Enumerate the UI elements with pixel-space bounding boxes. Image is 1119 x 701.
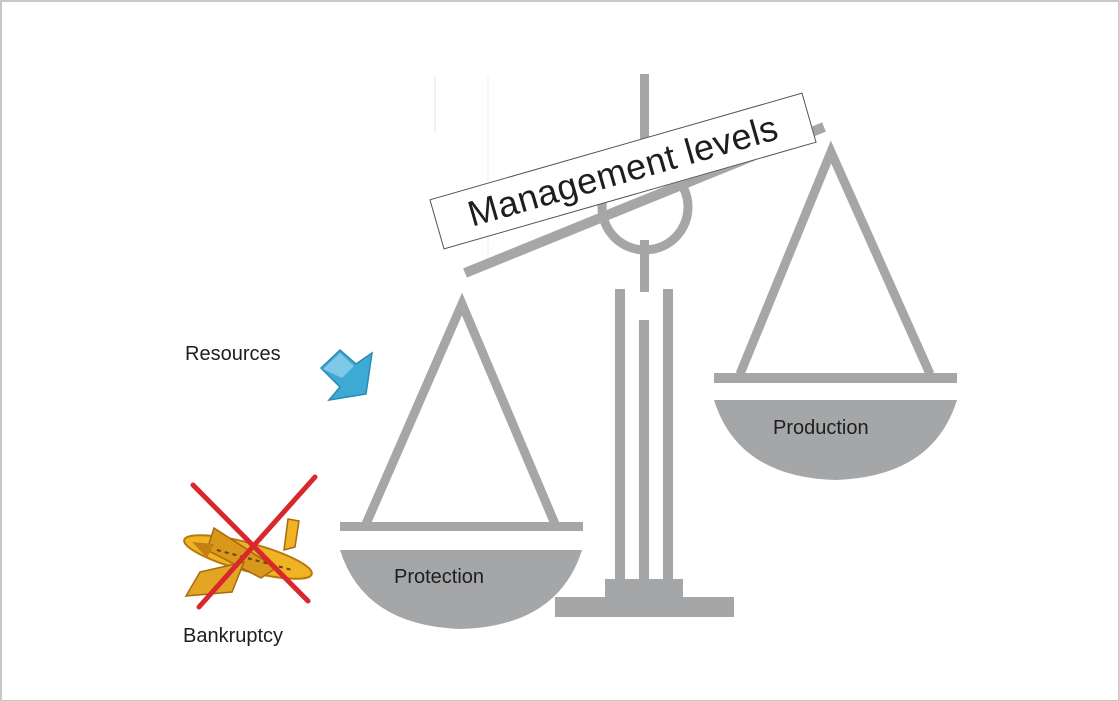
right-pan [714, 140, 957, 480]
production-label: Production [773, 417, 869, 439]
resources-label: Resources [185, 343, 281, 365]
protection-label: Protection [394, 566, 485, 588]
cross-icon [190, 474, 318, 610]
bankruptcy-label: Bankruptcy [183, 625, 284, 647]
left-pan [340, 292, 583, 629]
down-right-arrow-icon [319, 348, 373, 402]
airplane-icon [183, 518, 313, 597]
scale-stand [555, 74, 734, 617]
